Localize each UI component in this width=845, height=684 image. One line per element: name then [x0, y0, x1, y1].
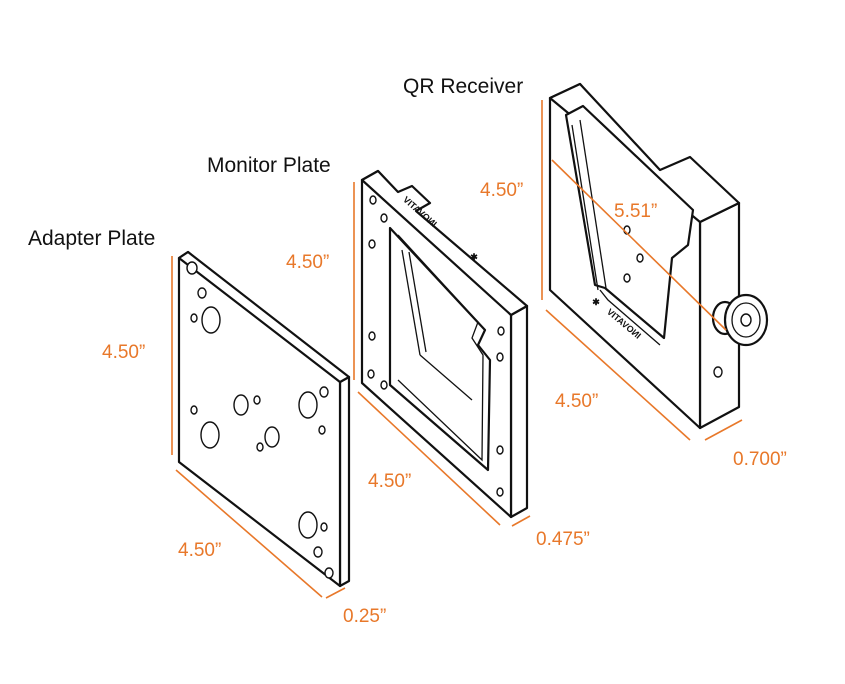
hole — [319, 386, 329, 398]
hole — [496, 352, 504, 362]
hole — [186, 261, 198, 275]
hole — [256, 442, 264, 452]
adapter-width-line — [175, 469, 323, 598]
hole — [298, 511, 318, 539]
hole — [197, 287, 207, 299]
adapter-thickness-text: 0.25” — [343, 606, 386, 627]
monitor-plate-ramp-3 — [419, 354, 473, 401]
adapter-plate-edge — [338, 375, 351, 588]
hole — [324, 567, 334, 579]
receiver-height-text: 4.50” — [480, 180, 523, 201]
hole — [496, 445, 504, 455]
adapter-plate-top — [177, 250, 351, 384]
monitor-height-text: 4.50” — [286, 252, 329, 273]
hole — [623, 273, 631, 283]
adapter-plate-holes — [186, 261, 334, 579]
hole — [496, 487, 504, 497]
hole — [201, 306, 221, 334]
hole — [380, 380, 388, 390]
monitor-plate-top — [360, 169, 529, 317]
receiver-width-text: 4.50” — [555, 391, 598, 412]
hole — [380, 213, 388, 223]
hole — [313, 546, 323, 558]
qr-receiver-label: QR Receiver — [403, 75, 523, 98]
monitor-plate-ramp-2 — [408, 251, 427, 353]
hole — [233, 394, 249, 416]
qr-receiver-channel-inner-2 — [579, 119, 607, 289]
hole — [264, 426, 280, 448]
adapter-plate — [177, 250, 351, 588]
hole — [713, 366, 723, 378]
hole — [636, 253, 644, 263]
receiver-thickness-line — [704, 419, 743, 441]
monitor-thickness-line — [511, 515, 531, 527]
monitor-width-line — [357, 391, 501, 526]
monitor-plate-logo-icon: ✱ — [470, 252, 478, 262]
monitor-width-text: 4.50” — [368, 471, 411, 492]
monitor-plate-holes — [367, 195, 505, 497]
hole — [200, 421, 220, 449]
adapter-height-text: 4.50” — [102, 342, 145, 363]
monitor-plate-window-inner — [397, 234, 484, 462]
qr-receiver: INOVATIV ✱ — [548, 82, 769, 430]
adapter-plate-label: Adapter Plate — [28, 227, 155, 250]
monitor-thickness-text: 0.475” — [536, 529, 590, 550]
qr-receiver-channel-inner — [571, 124, 599, 291]
hole — [497, 326, 505, 336]
qr-receiver-channel-base — [599, 289, 661, 346]
knob-center-icon — [740, 313, 752, 327]
adapter-thickness-line — [325, 587, 346, 599]
hole — [368, 331, 376, 341]
qr-receiver-knob[interactable] — [711, 293, 769, 347]
receiver-diagonal-line — [551, 159, 727, 331]
receiver-diagonal-text: 5.51” — [614, 201, 657, 222]
hole — [190, 313, 198, 323]
monitor-plate: INOVATIV ✱ — [360, 169, 529, 519]
hole — [368, 239, 376, 249]
hole — [367, 369, 375, 379]
qr-receiver-channel — [564, 104, 695, 340]
hole — [318, 425, 326, 435]
receiver-thickness-text: 0.700” — [733, 449, 787, 470]
hole — [298, 391, 318, 419]
monitor-plate-edge — [509, 304, 529, 519]
adapter-width-text: 4.50” — [178, 540, 221, 561]
hole — [369, 195, 377, 205]
hole — [190, 405, 198, 415]
adapter-plate-face — [177, 250, 342, 588]
knob-ring-icon — [731, 302, 761, 338]
monitor-plate-label: Monitor Plate — [207, 154, 331, 177]
qr-receiver-logo-icon: ✱ — [592, 297, 600, 307]
monitor-plate-ramp — [401, 249, 421, 356]
hole — [320, 522, 328, 532]
receiver-width-line — [545, 309, 691, 441]
hole — [253, 395, 261, 405]
dimension-lines — [171, 100, 743, 599]
